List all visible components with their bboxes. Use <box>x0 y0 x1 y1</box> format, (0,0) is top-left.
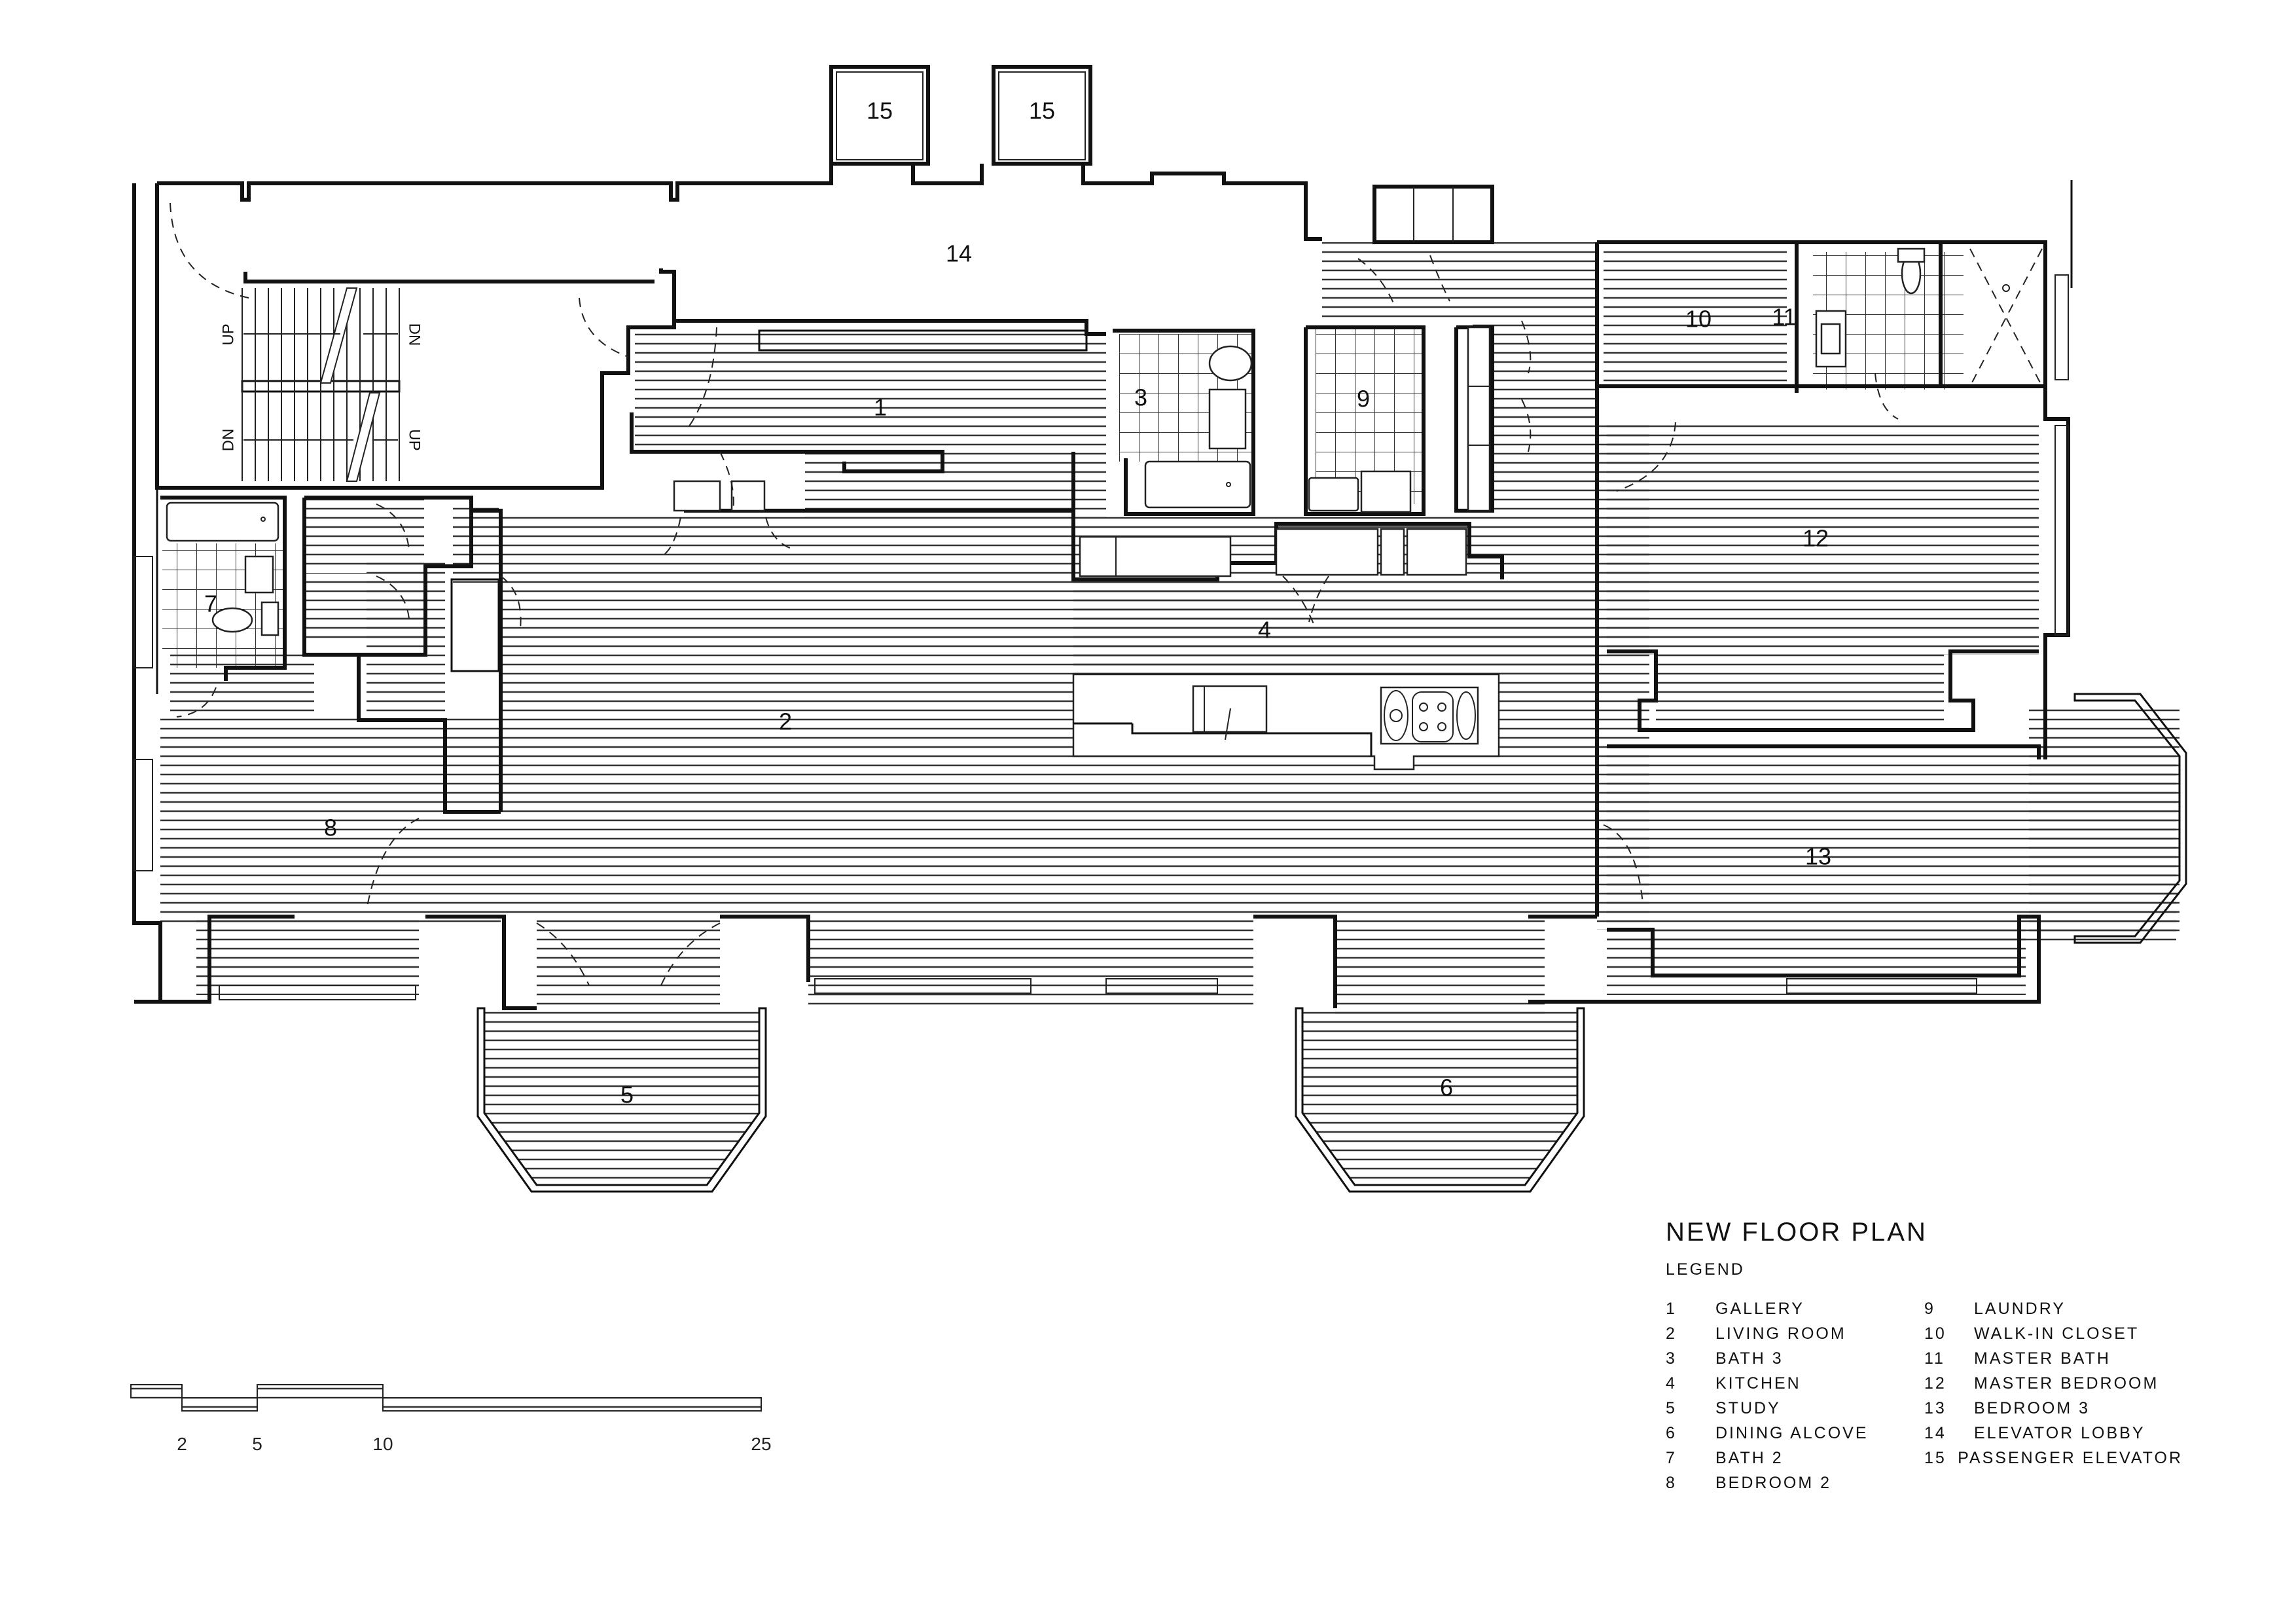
stair-label-up: UP <box>406 429 423 450</box>
vanity-sink-icon <box>1208 388 1247 450</box>
legend-heading: LEGEND <box>1666 1260 1745 1279</box>
scale-bar: 2 5 10 25 <box>130 1384 772 1454</box>
washer-icon <box>1308 477 1359 512</box>
room-label-master-bedroom: 12 <box>1803 525 1829 552</box>
room-label-elevator-2: 15 <box>1029 98 1055 124</box>
bathtub-icon <box>166 501 279 542</box>
cooktop-icon <box>1380 686 1479 745</box>
stairwell: UP DN DN UP <box>219 287 423 482</box>
room-label-dining-alcove: 6 <box>1440 1074 1453 1101</box>
drawing-title: NEW FLOOR PLAN <box>1666 1218 1928 1247</box>
room-label-bath-3: 3 <box>1134 384 1147 411</box>
toilet-icon <box>211 607 253 633</box>
dryer-icon <box>1360 470 1412 513</box>
stair-label-dn: DN <box>219 429 237 452</box>
room-label-laundry: 9 <box>1357 386 1370 412</box>
fixtures <box>166 247 2043 636</box>
room-label-gallery: 1 <box>874 394 887 421</box>
room-label-elevator-lobby: 14 <box>946 240 972 267</box>
room-label-bedroom-2: 8 <box>324 814 337 841</box>
room-label-elevator-1: 15 <box>867 98 893 124</box>
room-label-bath-2: 7 <box>204 591 217 617</box>
elevator-shafts <box>829 65 1494 244</box>
room-label-master-bath: 11 <box>1772 304 1796 331</box>
stair-label-up: UP <box>219 323 237 345</box>
stair-label-dn: DN <box>406 323 423 346</box>
room-labels: 1 2 3 4 5 6 7 8 9 10 11 12 13 14 15 15 <box>204 98 1831 1108</box>
scale-tick-25: 25 <box>751 1434 771 1454</box>
walls <box>132 164 2073 1010</box>
shower-icon <box>1969 248 2043 387</box>
room-label-walk-in-closet: 10 <box>1685 306 1712 333</box>
scale-tick-10: 10 <box>372 1434 393 1454</box>
scale-tick-5: 5 <box>252 1434 262 1454</box>
room-label-living-room: 2 <box>779 708 792 735</box>
kitchen-island <box>1072 673 1500 771</box>
vanity-sink-icon <box>244 555 274 594</box>
room-label-kitchen: 4 <box>1258 617 1271 644</box>
toilet-icon <box>1208 345 1253 382</box>
bathtub-icon <box>1144 460 1251 509</box>
room-label-bedroom-3: 13 <box>1805 843 1831 870</box>
room-label-study: 5 <box>620 1082 634 1108</box>
scale-tick-2: 2 <box>177 1434 187 1454</box>
door-swings <box>170 202 1899 986</box>
cabinetry <box>673 326 1491 577</box>
bay-windows <box>134 274 2187 1193</box>
